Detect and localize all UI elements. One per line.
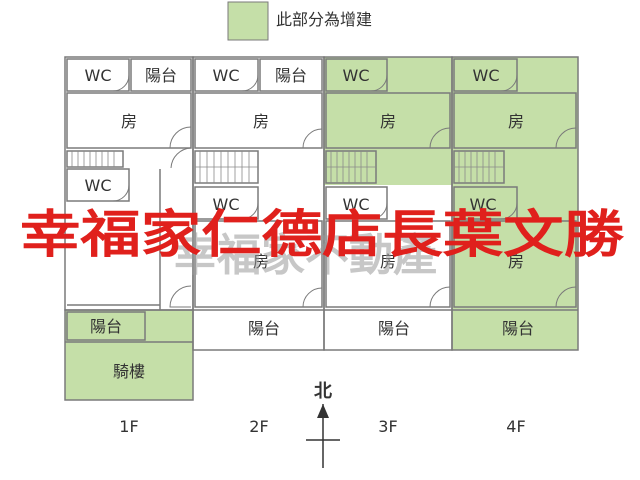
floor-2-room-top: 房 xyxy=(253,112,269,131)
legend-text: 此部分為增建 xyxy=(276,10,372,29)
stairs xyxy=(71,151,504,183)
floor-4-room-bottom: 房 xyxy=(508,252,524,271)
floor-label-1f: 1F xyxy=(119,417,138,436)
floor-3-wc-top: WC xyxy=(343,66,370,85)
floor-3-room-top: 房 xyxy=(380,112,396,131)
floor-1-room: 房 xyxy=(121,112,137,131)
floor-2-room-bottom: 房 xyxy=(253,252,269,271)
compass-label: 北 xyxy=(314,381,332,402)
floor-4-wc-mid: WC xyxy=(470,195,497,214)
floor-4-wc-top: WC xyxy=(473,66,500,85)
legend-swatch xyxy=(227,1,269,41)
addition-areas xyxy=(65,57,578,400)
north-arrow-icon: 北 xyxy=(306,381,340,468)
doors xyxy=(112,74,577,308)
floor-3-wc-mid: WC xyxy=(343,195,370,214)
floor-label-4f: 4F xyxy=(506,417,525,436)
floor-4-balcony-bottom: 陽台 xyxy=(502,319,534,338)
floor-label-3f: 3F xyxy=(378,417,397,436)
watermark-grey: 幸福家不動產 xyxy=(173,230,437,281)
floor-2-balcony-bottom: 陽台 xyxy=(248,319,280,338)
floor-2-wc-top: WC xyxy=(213,66,240,85)
floor-3-room-bottom: 房 xyxy=(380,252,396,271)
watermark-red: 幸福家仁德店長葉文勝 xyxy=(20,206,625,265)
floor-1-wc-top: WC xyxy=(85,66,112,85)
floor-1-balcony-bottom: 陽台 xyxy=(90,317,122,336)
floor-3-balcony-bottom: 陽台 xyxy=(378,319,410,338)
floor-2-wc-mid: WC xyxy=(213,195,240,214)
floor-1-wc-mid: WC xyxy=(85,176,112,195)
floor-4-room-top: 房 xyxy=(508,112,524,131)
floor-1-balcony-top: 陽台 xyxy=(145,66,177,85)
floor-2-balcony-top: 陽台 xyxy=(275,66,307,85)
floor-1-arcade: 騎樓 xyxy=(113,362,145,381)
floor-label-2f: 2F xyxy=(249,417,268,436)
